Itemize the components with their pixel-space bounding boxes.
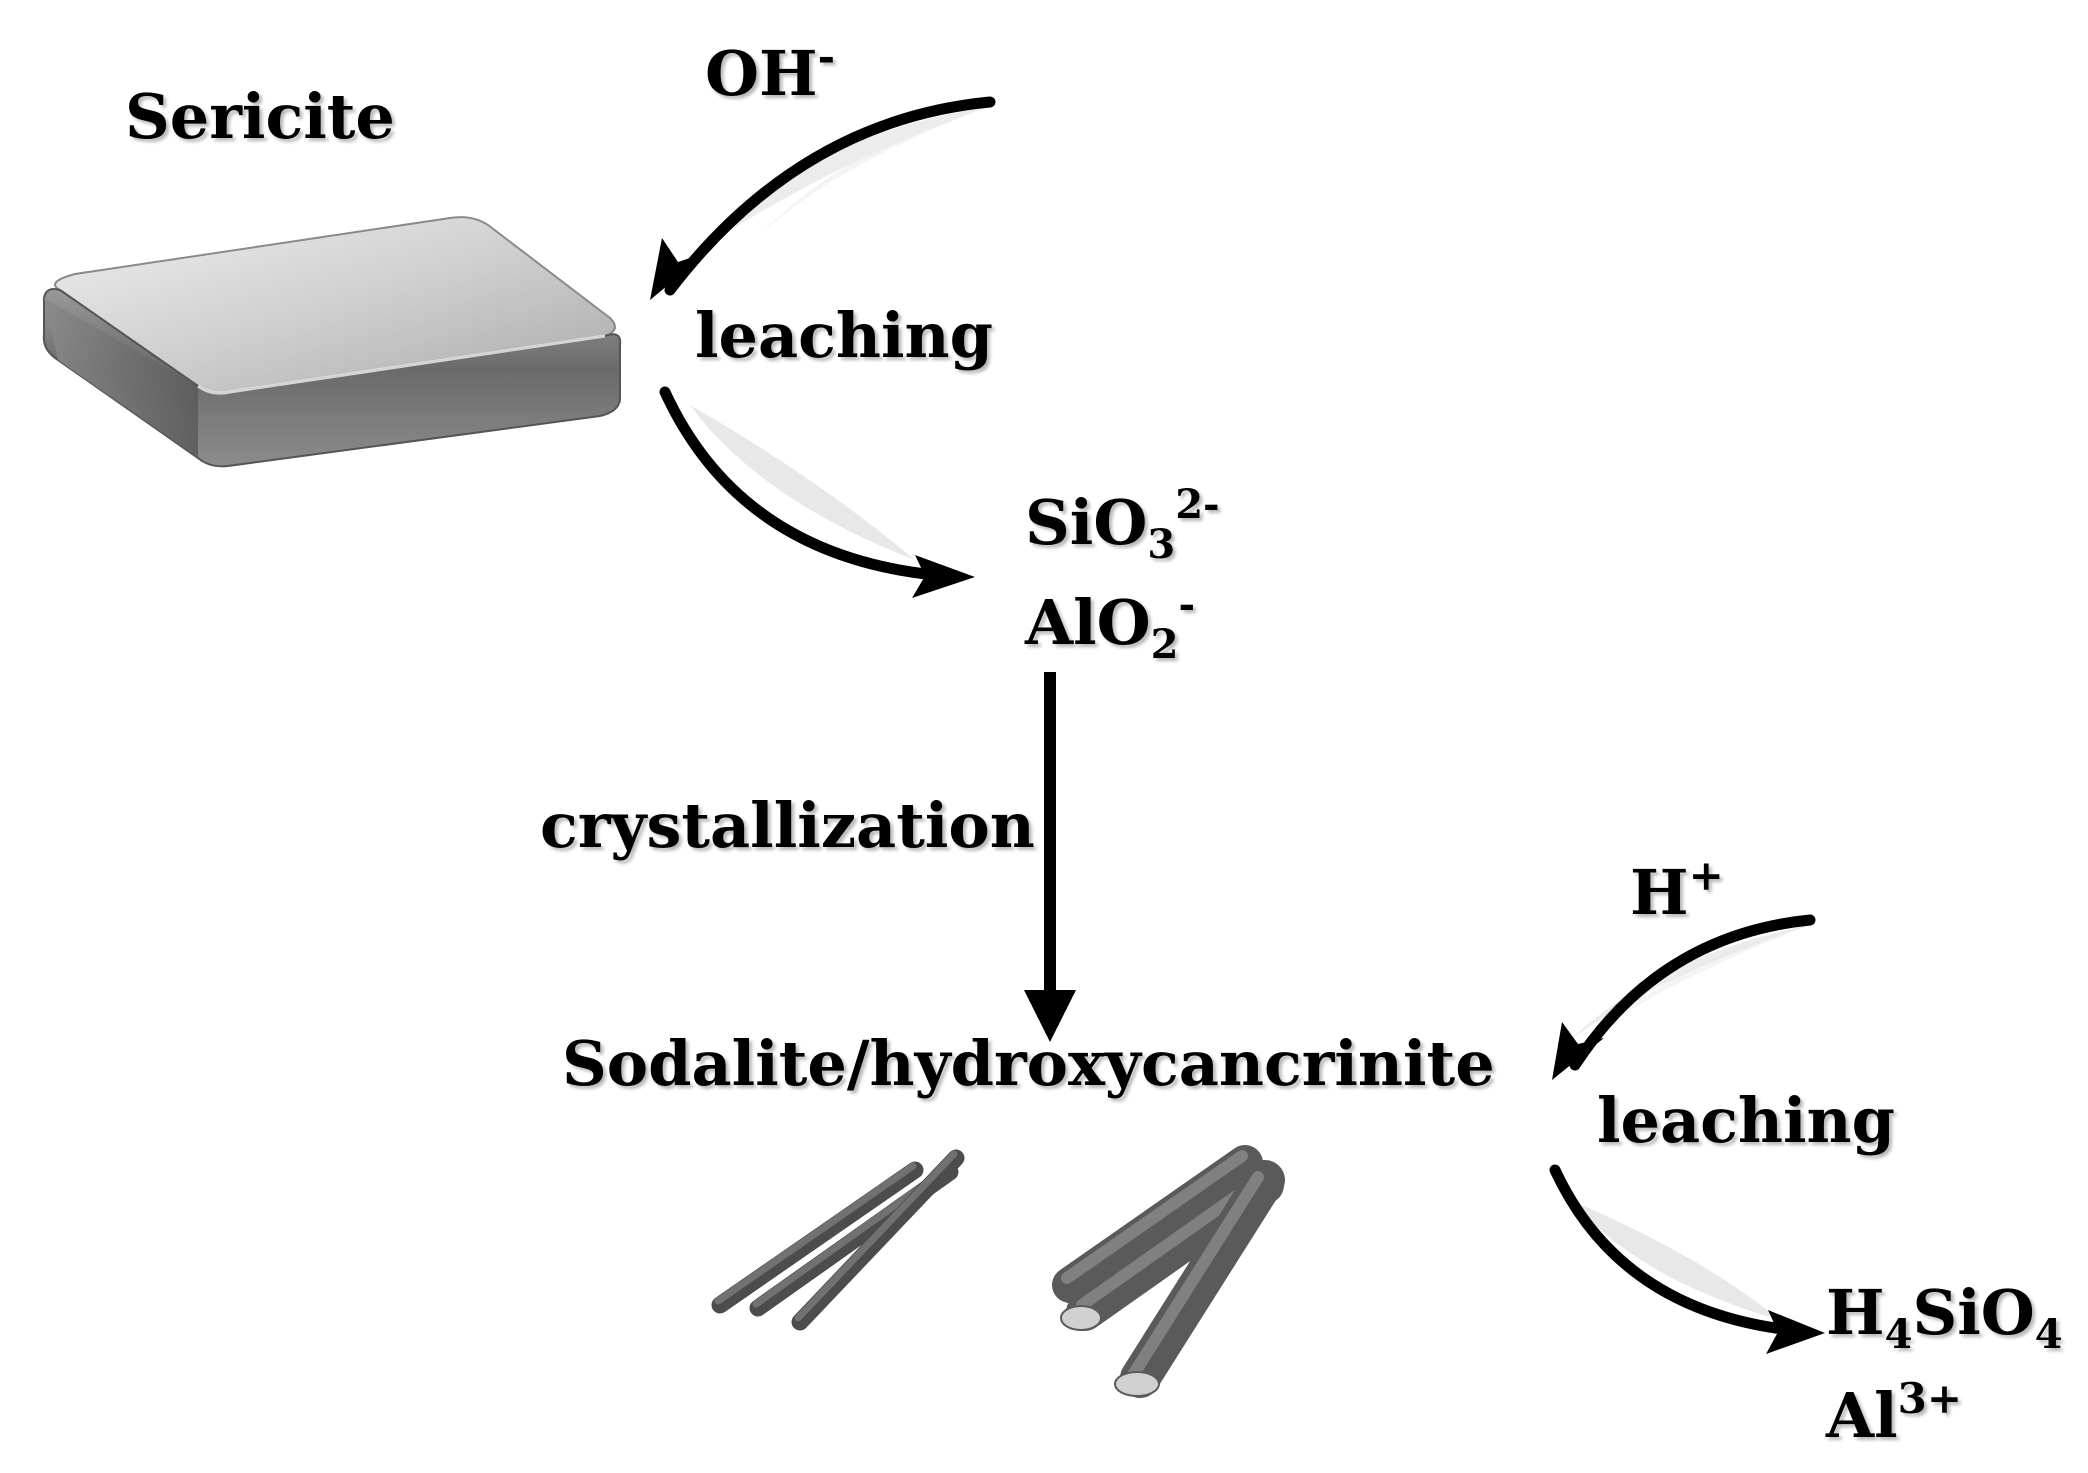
leaching-label-bottom: leaching [1597,1084,1895,1157]
thick-rods [1052,1145,1285,1398]
sio3-base: SiO [1025,486,1148,559]
h-leaching-arrow [1569,914,1816,1071]
al3-label: Al3+ [1826,1378,1962,1447]
crystallization-arrowhead [1024,990,1076,1042]
h4sio4-h: H [1826,1276,1885,1349]
leaching-label-top: leaching [695,299,993,372]
leaching-out-arrow [659,386,941,581]
h4sio4-label: H4SiO4 [1826,1282,2063,1355]
alo2-charge: - [1178,581,1196,628]
h-arrowhead [1552,1022,1604,1080]
thin-rods [711,1149,965,1331]
h4sio4-sub2: 4 [2034,1311,2063,1358]
al-charge: 3+ [1897,1374,1963,1423]
h-base: H [1630,856,1689,929]
leaching-out-arrow-2 [1549,1164,1796,1336]
product-label: Sodalite/hydroxycancrinite [562,1027,1495,1100]
h4sio4-sio: SiO [1912,1276,2035,1349]
sio3-subscript: 3 [1147,521,1176,568]
oh-leaching-arrow [664,96,996,296]
leaching-shading-top [690,108,985,560]
sio3-label: SiO32- [1025,485,1220,565]
sericite-label: Sericite [125,80,395,153]
h-charge: + [1688,851,1724,900]
h-plus-label: H+ [1630,855,1724,924]
oh-base: OH [705,37,818,110]
alo2-subscript: 2 [1150,621,1179,668]
oh-arrowhead [650,238,708,300]
alo2-base: AlO [1025,586,1151,659]
leaching-out-arrowhead [912,555,975,598]
sericite-slab [42,216,622,468]
oh-label: OH- [705,36,835,105]
leaching-out-arrowhead-2 [1766,1310,1825,1354]
leaching-shading-bottom [1570,925,1810,1320]
sio3-charge: 2- [1175,481,1220,528]
oh-charge: - [817,32,836,81]
h4sio4-sub1: 4 [1884,1311,1913,1358]
alo2-label: AlO2- [1025,585,1195,665]
al-base: Al [1826,1379,1898,1452]
crystallization-label: crystallization [540,789,1035,862]
